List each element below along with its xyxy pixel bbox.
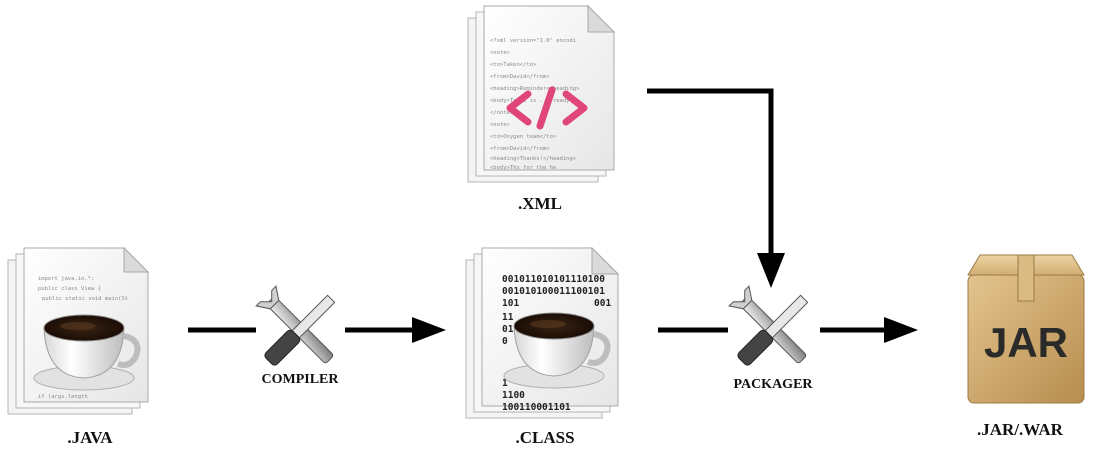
xml-code-line: <heading>Thanks!</heading> [490,156,577,162]
java-code-line: public static void main(St [42,296,128,302]
xml-code-line: <to>Taken</to> [490,62,537,68]
class-label: .CLASS [515,428,575,447]
class-binary-line: 0 [502,336,508,347]
compiler-tools-icon [255,285,336,366]
xml-code-line: <heading>Reminder</heading> [490,86,580,92]
compiler-to-class-arrowhead [412,317,446,343]
xml-tag-icon [506,86,588,130]
xml-file-icon: <?xml version="1.0" encodi <note> <to>Ta… [467,4,616,183]
packager-label: PACKAGER [733,377,813,392]
xml-label: .XML [518,194,562,213]
packager-to-jar-arrowhead [884,317,918,343]
class-binary-line: 11 [502,312,514,323]
xml-code-line: <note> [490,122,511,128]
xml-code-line: <from>David</from> [490,74,550,80]
arrows [188,88,918,343]
compiler-label: COMPILER [261,372,339,387]
class-binary-line: 1 [502,378,508,389]
xml-code-line: <to>Oxygen team</to> [490,134,557,140]
coffee-cup-icon [33,314,141,391]
xml-code-line: <body>Thx for the he [490,165,556,171]
class-binary-line: 01 [502,324,514,335]
class-binary-line: 001011010101110100 [502,274,605,285]
xml-code-line: <body>Table is ... ready [490,98,570,104]
xml-code-line: <note> [490,50,511,56]
class-binary-line: 100110001101 [502,402,571,413]
xml-code-line: </note> [490,110,514,116]
java-code-line: public class View { [38,286,101,292]
java-file-icon: import java.io.*; public class View { pu… [7,246,150,415]
class-binary-line: 001010100011100101 [502,286,605,297]
xml-code-line: <?xml version="1.0" encodi [490,38,576,44]
xml-code-line: <from>David</from> [490,146,550,152]
jar-box-text: JAR [984,319,1068,366]
class-binary-line: 001 [594,298,611,309]
class-file-icon: 001011010101110100 001010100011100101 10… [465,246,620,419]
java-code-line: import java.io.*; [38,276,94,282]
java-code-line: if (args.length [38,394,88,400]
jar-box-icon: JAR [967,254,1085,404]
class-binary-line: 101 [502,298,519,309]
packager-tools-icon [728,285,809,366]
jar-war-label: .JAR/.WAR [977,420,1063,439]
java-label: .JAVA [67,428,113,447]
class-binary-line: 1100 [502,390,525,401]
xml-to-packager-line [647,88,774,258]
coffee-cup-icon [503,312,611,389]
xml-to-packager-arrowhead [757,253,785,288]
